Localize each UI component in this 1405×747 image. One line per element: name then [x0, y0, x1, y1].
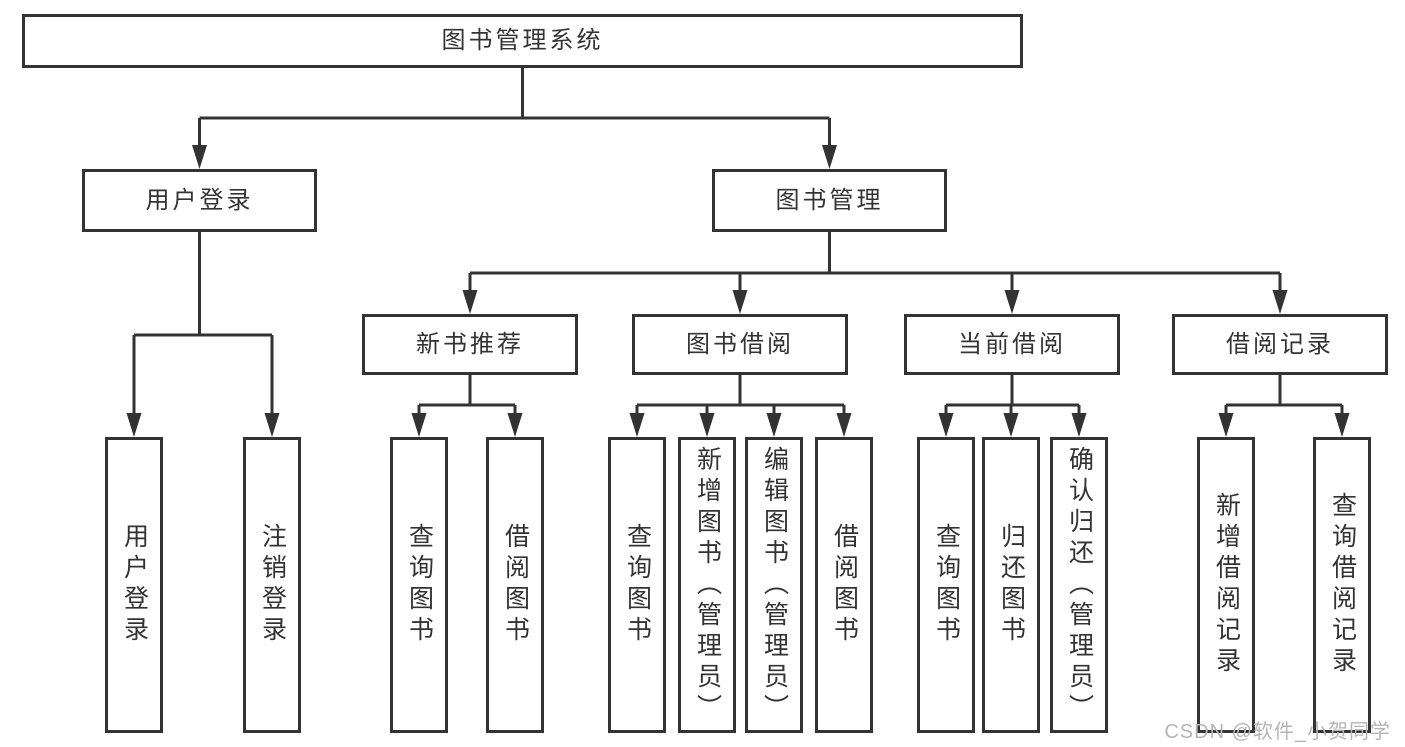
arrowhead [732, 290, 748, 314]
node-book-borrowing: 图书借阅 [632, 314, 848, 375]
leaf-user-login: 用户登录 [105, 437, 163, 733]
leaf-current-query-books: 查询图书 [917, 437, 975, 733]
arrowhead [836, 413, 852, 437]
arrowhead [1334, 413, 1350, 437]
arrowhead [1004, 290, 1020, 314]
node-borrowing-records: 借阅记录 [1172, 314, 1388, 375]
arrowhead [766, 413, 782, 437]
arrowhead [507, 413, 523, 437]
leaf-current-return-books: 归还图书 [982, 437, 1040, 733]
node-user-login: 用户登录 [82, 169, 317, 232]
leaf-borrowing-borrow-books: 借阅图书 [815, 437, 873, 733]
leaf-borrowing-add-book-admin: 新增图书（管理员） [678, 437, 736, 733]
arrowhead [411, 413, 427, 437]
arrowhead [462, 290, 478, 314]
arrowhead [1272, 290, 1288, 314]
leaf-records-add-record: 新增借阅记录 [1197, 437, 1255, 733]
arrowhead [1003, 413, 1019, 437]
leaf-logout: 注销登录 [243, 437, 301, 733]
leaf-records-query-record: 查询借阅记录 [1313, 437, 1371, 733]
leaf-recommend-query-books: 查询图书 [390, 437, 448, 733]
arrowhead [264, 413, 280, 437]
arrowhead [126, 413, 142, 437]
node-new-book-recommendation: 新书推荐 [362, 314, 578, 375]
leaf-borrowing-query-books: 查询图书 [608, 437, 666, 733]
arrowhead [1218, 413, 1234, 437]
leaf-recommend-borrow-books: 借阅图书 [486, 437, 544, 733]
watermark-text: CSDN @软件_小贺同学 [1164, 721, 1391, 743]
arrowhead [822, 145, 837, 169]
arrowhead [699, 413, 715, 437]
arrowhead [629, 413, 645, 437]
leaf-current-confirm-return-admin: 确认归还（管理员） [1050, 437, 1108, 733]
node-current-borrowing: 当前借阅 [904, 314, 1120, 375]
node-book-management: 图书管理 [712, 169, 947, 232]
arrowhead [1071, 413, 1087, 437]
arrowhead [938, 413, 954, 437]
node-root: 图书管理系统 [22, 14, 1023, 68]
arrowhead [192, 145, 207, 169]
leaf-borrowing-edit-book-admin: 编辑图书（管理员） [745, 437, 803, 733]
